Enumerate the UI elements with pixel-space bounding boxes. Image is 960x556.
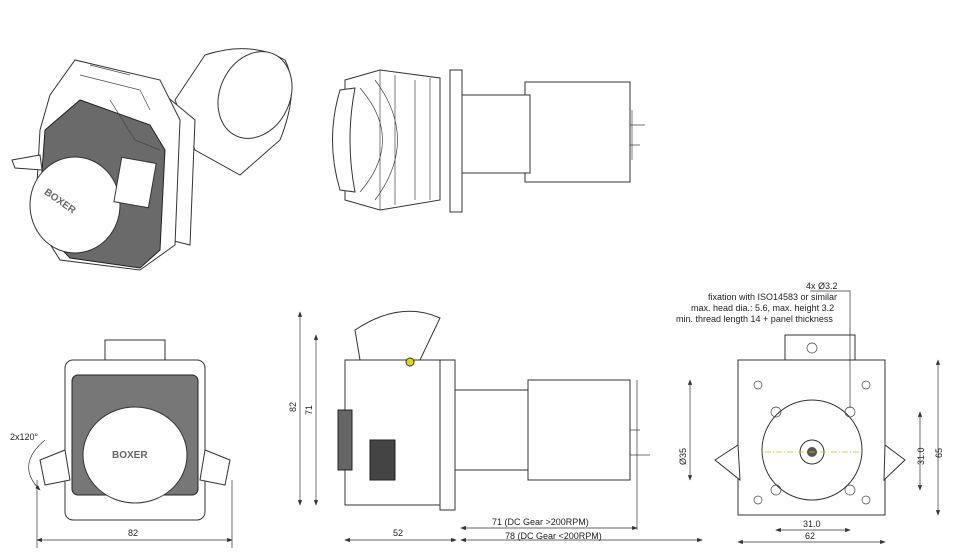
back-view: 4x Ø3.2 fixation with ISO14583 or simila… — [676, 281, 944, 545]
rotation-label: 2x120° — [10, 432, 39, 442]
side-height-body: 71 — [304, 405, 314, 415]
note-line-4: min. thread length 14 + panel thickness — [676, 314, 833, 324]
hole-spacing-horizontal: 31.0 — [803, 519, 821, 529]
back-height: 65 — [934, 448, 944, 458]
front-logo: BOXER — [112, 450, 148, 461]
note-line-2: fixation with ISO14583 or similar — [708, 292, 837, 302]
side-length-slow: 78 (DC Gear <200RPM) — [505, 531, 602, 541]
back-width: 62 — [805, 531, 815, 541]
side-length-fast: 71 (DC Gear >200RPM) — [492, 517, 589, 527]
top-view — [332, 69, 645, 213]
side-height-total: 82 — [288, 402, 298, 412]
front-width-label: 82 — [128, 528, 138, 538]
hole-spacing-vertical: 31.0 — [916, 447, 926, 465]
note-line-1: 4x Ø3.2 — [806, 281, 838, 291]
note-line-3: max. head dia.: 5.6, max. height 3.2 — [691, 303, 834, 313]
isometric-view: BOXER — [11, 48, 293, 271]
motor-diameter: Ø35 — [678, 448, 688, 465]
side-head-depth: 52 — [393, 528, 403, 538]
side-view: 82 71 52 71 (DC Gear >200RPM) 78 (DC Gea… — [288, 310, 703, 543]
front-view: BOXER 2x120° 82 — [10, 339, 233, 548]
